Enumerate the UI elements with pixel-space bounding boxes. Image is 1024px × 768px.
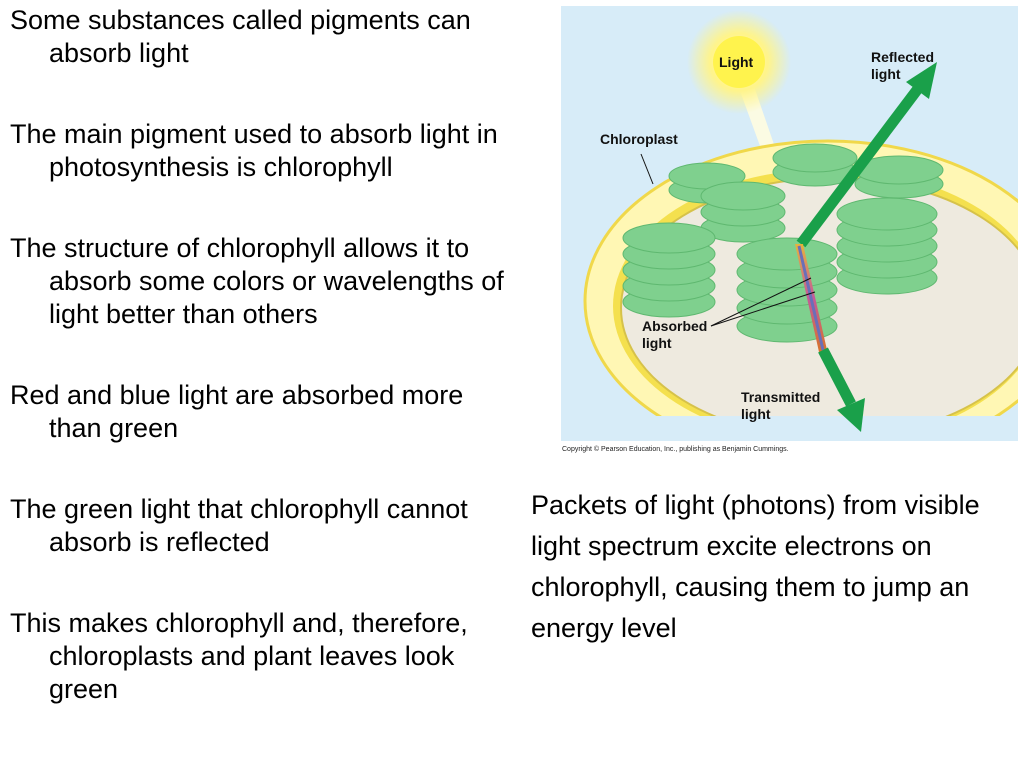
bullet-item: The green light that chlorophyll cannot … xyxy=(10,494,468,557)
reflected-label-line1: Reflected xyxy=(871,49,934,65)
chloroplast-pointer xyxy=(640,153,654,185)
absorbed-label-line1: Absorbed xyxy=(642,318,707,334)
absorbed-label-line2: light xyxy=(642,335,672,351)
transmitted-arrow-shaft xyxy=(818,347,856,407)
sun-icon xyxy=(713,36,765,88)
copyright-note: Copyright © Pearson Education, Inc., pub… xyxy=(562,446,789,453)
bullet-list: Some substances called pigments can abso… xyxy=(10,4,510,754)
bullet-item: Red and blue light are absorbed more tha… xyxy=(10,380,464,443)
absorbed-pointer-1 xyxy=(710,277,812,327)
bullet-item: The structure of chlorophyll allows it t… xyxy=(10,233,504,329)
bullet-item: This makes chlorophyll and, therefore, c… xyxy=(10,608,468,704)
chloroplast-figure: Light Reflected light Chloroplast Absorb… xyxy=(561,6,1018,441)
transmitted-label-line2: light xyxy=(741,406,771,422)
reflected-arrow-head xyxy=(906,62,937,99)
absorbed-light-core xyxy=(797,245,825,351)
absorbed-pointer-2 xyxy=(710,291,816,327)
transmitted-arrow-head xyxy=(837,398,865,432)
light-label: Light xyxy=(719,54,754,70)
chloroplast-diagram: Light Reflected light Chloroplast Absorb… xyxy=(561,6,1018,441)
reflected-arrow-shaft xyxy=(796,78,928,248)
grana-stacks xyxy=(622,143,944,343)
figure-caption: Packets of light (photons) from visible … xyxy=(531,490,980,643)
reflected-label-line2: light xyxy=(871,66,901,82)
transmitted-label-line1: Transmitted xyxy=(741,389,820,405)
bullet-item: The main pigment used to absorb light in… xyxy=(10,119,498,182)
figure-bottom-crop xyxy=(561,416,1018,441)
bullet-item: Some substances called pigments can abso… xyxy=(10,5,471,68)
chloroplast-label: Chloroplast xyxy=(600,131,678,147)
